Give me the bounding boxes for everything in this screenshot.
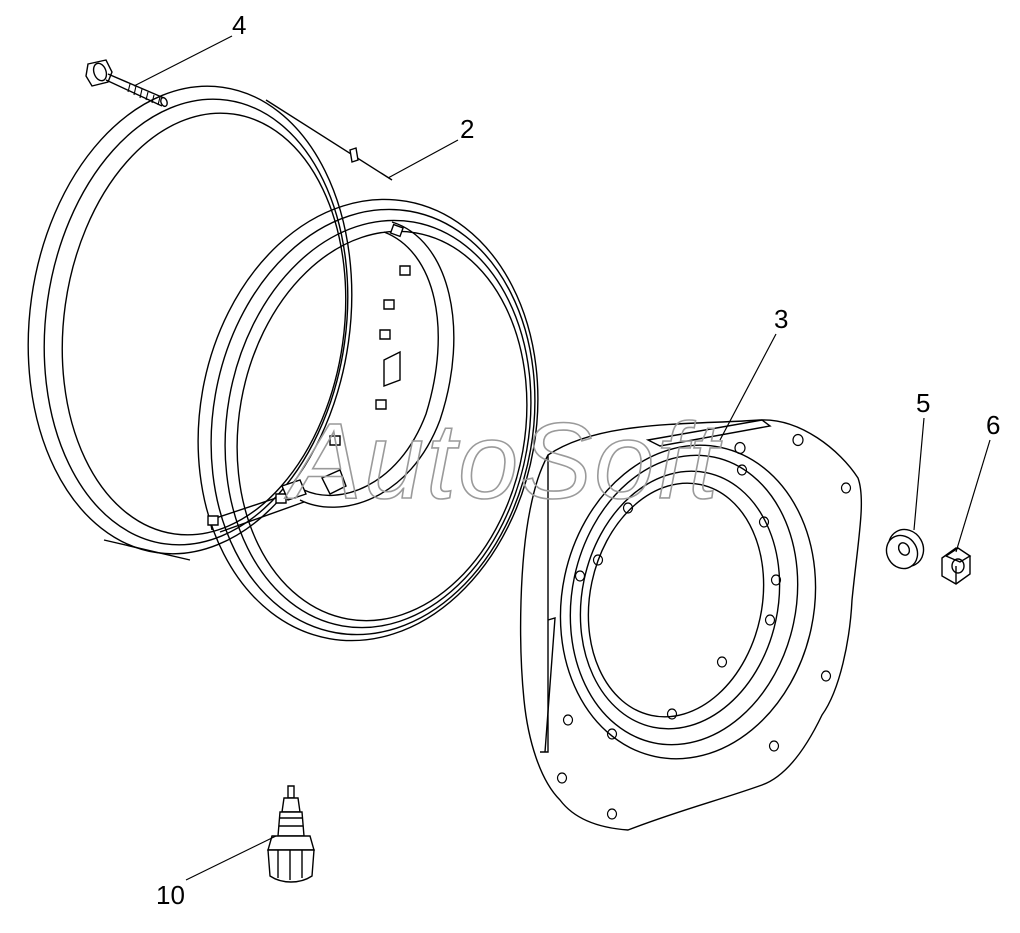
leader-line-3	[719, 333, 777, 441]
watermark-text: AutoSoft	[284, 400, 722, 521]
nut-icon[interactable]	[942, 548, 970, 584]
leader-lines	[133, 35, 991, 881]
callout-2: 2	[460, 114, 474, 144]
callout-6: 6	[986, 410, 1000, 440]
wheel-disc-icon[interactable]	[521, 420, 862, 830]
leader-line-10	[185, 835, 277, 881]
leader-line-2	[387, 139, 459, 179]
callout-10: 10	[156, 880, 185, 910]
leader-line-6	[955, 439, 991, 553]
callout-5: 5	[916, 388, 930, 418]
valve-icon[interactable]	[268, 786, 314, 882]
leader-line-5	[913, 417, 925, 531]
callout-3: 3	[774, 304, 788, 334]
washer-icon[interactable]	[881, 523, 931, 574]
bolt-icon[interactable]	[86, 60, 168, 107]
callout-4: 4	[232, 10, 246, 40]
leader-line-4	[133, 35, 233, 87]
wheel-rim-icon[interactable]	[0, 65, 572, 668]
